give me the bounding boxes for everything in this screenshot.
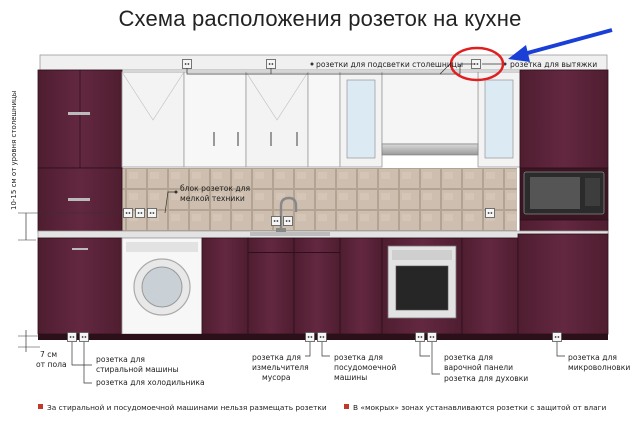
- faucet-icon: [276, 196, 298, 232]
- socket-icon: [266, 59, 276, 69]
- socket-icon: [305, 332, 315, 342]
- range-hood: [381, 143, 479, 156]
- socket-icon: [283, 216, 293, 226]
- lower-cabinet-right: [461, 237, 519, 335]
- socket-icon: [67, 332, 77, 342]
- note-left: За стиральной и посудомоечной машинами н…: [47, 403, 327, 412]
- diagram-title: Схема расположения розеток на кухне: [118, 6, 522, 31]
- label-dishwasher-line2: посудомоечной: [334, 363, 396, 372]
- socket-icon: [182, 59, 192, 69]
- socket-icon: [123, 208, 133, 218]
- oven-icon: [381, 237, 463, 335]
- socket-icon: [552, 332, 562, 342]
- top-cornice: [39, 54, 608, 71]
- hood-cabinet: [381, 71, 479, 145]
- label-hob-line2: варочной панели: [444, 363, 513, 372]
- lower-cabinet-2: [201, 237, 249, 335]
- dishwasher-cabinet: [339, 237, 383, 335]
- label-microwave-line2: микроволновки: [568, 363, 630, 372]
- socket-icon: [485, 208, 495, 218]
- note-marker-left: [38, 404, 43, 409]
- red-circle-icon: [449, 46, 505, 82]
- note-marker-right: [344, 404, 349, 409]
- label-small-appliances-line1: блок розеток для: [180, 184, 250, 193]
- sink: [250, 232, 330, 236]
- label-hob-line1: розетка для: [444, 353, 493, 362]
- washing-machine-icon: [121, 237, 203, 335]
- label-washer-line1: розетка для: [96, 355, 145, 364]
- socket-icon: [147, 208, 157, 218]
- socket-icon: [271, 216, 281, 226]
- microwave-icon: [523, 171, 605, 215]
- socket-icon: [427, 332, 437, 342]
- socket-icon: [317, 332, 327, 342]
- label-7cm: 7 см: [40, 350, 57, 359]
- right-upper-cabinet: [519, 69, 609, 169]
- lower-cabinet-far-right: [517, 233, 609, 335]
- label-small-appliances-line2: мелкой техники: [180, 194, 245, 203]
- label-microwave-line1: розетка для: [568, 353, 617, 362]
- label-dishwasher-line1: розетка для: [334, 353, 383, 362]
- label-countertop-light: розетки для подсветки столешницы: [316, 60, 463, 69]
- sink-cabinet-right: [293, 237, 341, 335]
- label-hood: розетка для вытяжки: [510, 60, 597, 69]
- label-disposer-line3: мусора: [262, 373, 291, 382]
- lower-cabinet-left: [37, 237, 123, 335]
- tile-backsplash: [122, 168, 517, 232]
- label-washer-line2: стиральной машины: [96, 365, 179, 374]
- height-above-counter-label: 10-15 см от уровня столешницы: [10, 91, 18, 210]
- white-cabinet-2: [183, 71, 247, 168]
- label-fridge: розетка для холодильника: [96, 378, 205, 387]
- note-right: В «мокрых» зонах устанавливаются розетки…: [353, 403, 606, 412]
- blue-arrow-icon: [508, 28, 613, 62]
- socket-icon: [79, 332, 89, 342]
- label-from-floor: от пола: [36, 360, 67, 369]
- label-oven: розетка для духовки: [444, 374, 528, 383]
- label-dishwasher-line3: машины: [334, 373, 367, 382]
- label-disposer-line2: измельчителя: [252, 363, 309, 372]
- socket-icon: [135, 208, 145, 218]
- white-cabinet-4: [307, 71, 341, 168]
- socket-icon: [415, 332, 425, 342]
- label-disposer-line1: розетка для: [252, 353, 301, 362]
